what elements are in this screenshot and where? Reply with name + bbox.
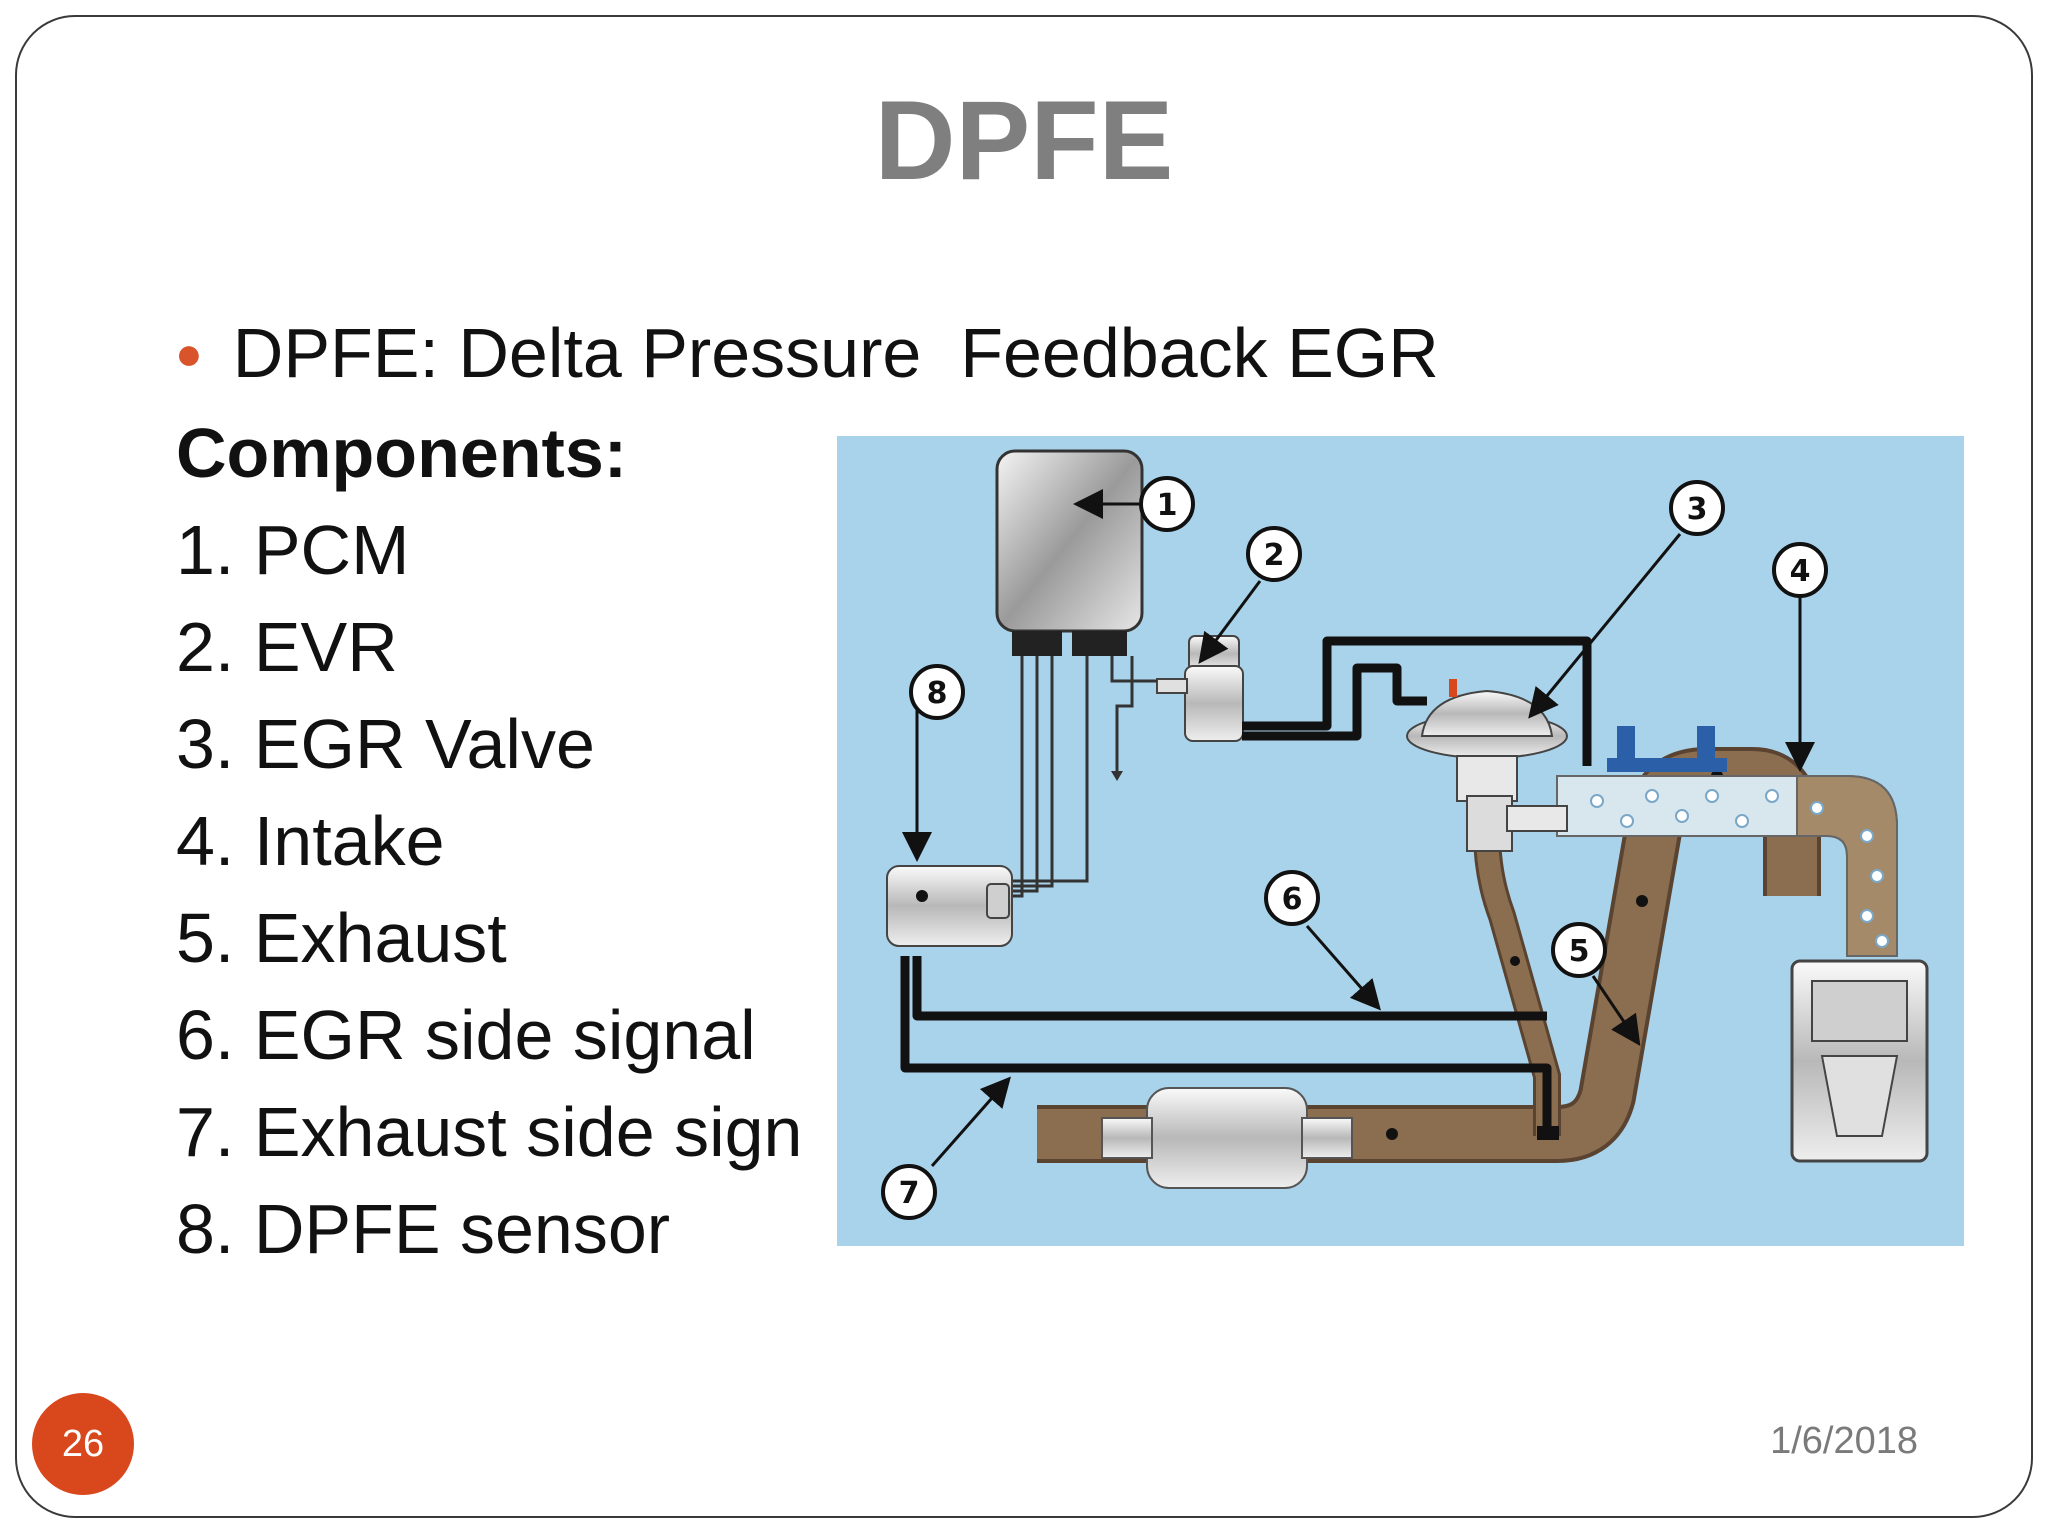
callout-8-label: 8 (927, 676, 948, 711)
page-number-badge: 26 (32, 1393, 134, 1495)
pcm-module (995, 449, 1144, 656)
components-list: 1. PCM 2. EVR 3. EGR Valve 4. Intake 5. … (176, 515, 802, 1291)
egr-valve (1406, 679, 1568, 852)
callout-6-icon (1264, 870, 1320, 926)
evr-solenoid (1156, 635, 1244, 742)
callout-3-icon (1669, 480, 1725, 536)
callout-1-icon (1139, 476, 1195, 532)
callout-2-icon (1246, 526, 1302, 582)
component-pcm: 1. PCM (176, 511, 410, 589)
component-exhaust: 5. Exhaust (176, 899, 507, 977)
callout-3-label: 3 (1687, 492, 1708, 527)
component-intake: 4. Intake (176, 802, 445, 880)
callout-4-icon (1772, 542, 1828, 598)
slide-title: DPFE (874, 78, 1174, 203)
component-evr: 2. EVR (176, 608, 398, 686)
dpfe-system-diagram: 1 2 3 4 5 6 7 8 (837, 436, 1964, 1246)
component-egr-valve: 3. EGR Valve (176, 705, 595, 783)
slide-date: 1/6/2018 (1770, 1420, 1918, 1462)
catalytic-converter (1146, 1087, 1308, 1189)
callout-2-label: 2 (1264, 538, 1285, 573)
bullet-item: ●DPFE: Delta Pressure Feedback EGR (175, 318, 1439, 388)
callout-5-label: 5 (1569, 934, 1590, 969)
bullet-text: DPFE: Delta Pressure Feedback EGR (232, 314, 1439, 392)
callout-4-label: 4 (1790, 554, 1811, 589)
callout-8-icon (909, 664, 965, 720)
component-exhaust-side-signal: 7. Exhaust side sign (176, 1093, 803, 1171)
component-dpfe-sensor: 8. DPFE sensor (176, 1190, 671, 1268)
callout-7-icon (881, 1164, 937, 1220)
components-heading: Components: (176, 414, 628, 492)
callout-7-label: 7 (899, 1176, 920, 1211)
component-egr-side-signal: 6. EGR side signal (176, 996, 756, 1074)
callout-1-label: 1 (1157, 488, 1178, 523)
callout-5-icon (1551, 922, 1607, 978)
dpfe-sensor (886, 865, 1013, 947)
bullet-dot-icon: ● (175, 327, 203, 379)
callout-6-label: 6 (1282, 882, 1303, 917)
